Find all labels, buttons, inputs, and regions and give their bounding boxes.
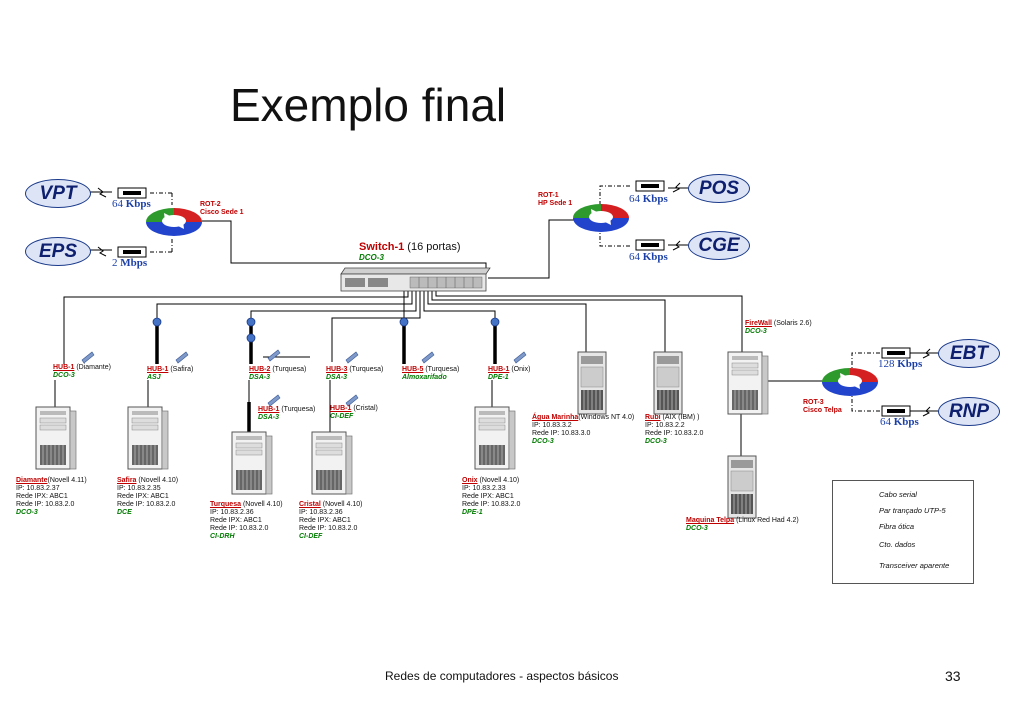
server-firewall: FireWall (Solaris 2.6) DCO-3 [745,320,812,335]
footer-text: Redes de computadores - aspectos básicos [385,669,619,683]
hub-cristal: HUB-1 (Cristal)CI-DEF [330,405,378,420]
slide-title: Exemplo final [230,79,507,131]
speed-rnp: 64 Kbps [880,416,919,428]
speed-pos: 64 Kbps [629,193,668,205]
cloud-vpt: VPT [25,179,91,208]
server-maquina-telpa: Maquina Telpa (Linux Red Had 4.2) DCO-3 [686,517,799,532]
speed-vpt: 64 Kbps [112,198,151,210]
legend-serial: Cabo serial [879,490,917,499]
cloud-cge: CGE [688,231,750,260]
hub-turquesa5: HUB-5 (Turquesa)Almoxarifado [402,366,460,381]
hub-turquesa3: HUB-3 (Turquesa)DSA-3 [326,366,384,381]
hub-onix: HUB-1 (Onix)DPE-1 [488,366,531,381]
cloud-eps: EPS [25,237,91,266]
modems [97,180,931,417]
speed-ebt: 128 Kbps [878,358,923,370]
cloud-rnp: RNP [938,397,1000,426]
legend-transceiver: Transceiver aparente [879,561,950,570]
hub-safira: HUB-1 (Safira)ASJ [147,366,194,381]
server-agua-marinha: Água Marinha(Windows NT 4.0) IP: 10.83.3… [532,414,635,445]
cables [54,185,938,458]
legend-fiber: Fibra ótica [879,522,915,531]
legend-modem: Cto. dados [879,540,916,549]
legend-utp: Par trançado UTP-5 [879,506,946,515]
hub-turquesa2: HUB-2 (Turquesa)DSA-3 [249,366,307,381]
legend: Cabo serial Par trançado UTP-5 Fibra óti… [832,480,974,584]
page-number: 33 [945,668,961,684]
hub-turquesa1: HUB-1 (Turquesa)DSA-3 [258,406,316,421]
switch-location: DCO-3 [359,253,384,262]
switch-label: Switch-1 (16 portas) [359,241,461,253]
cloud-pos: POS [688,174,750,203]
speed-cge: 64 Kbps [629,251,668,263]
transceivers [152,317,500,343]
switch-icon [340,267,491,292]
cloud-ebt: EBT [938,339,1000,368]
speed-eps: 2 Mbps [112,257,148,269]
hub-diamante: HUB-1 (Diamante)DCO-3 [53,364,111,379]
